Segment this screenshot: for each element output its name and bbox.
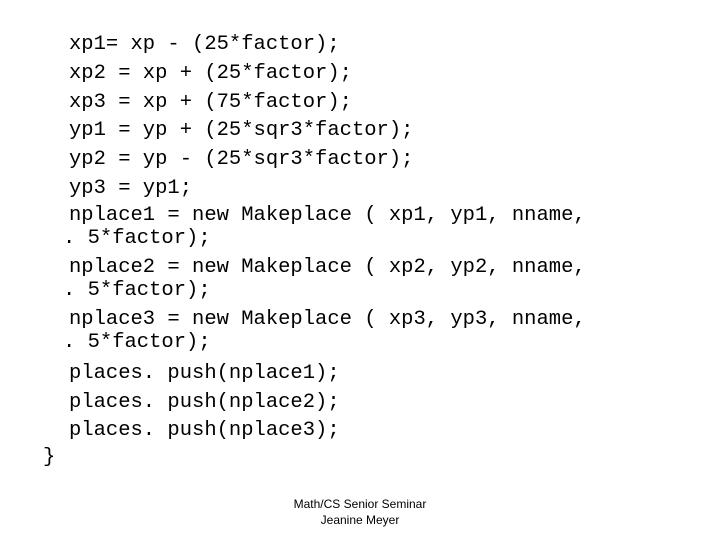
footer-author: Jeanine Meyer (320, 513, 400, 527)
code-line: nplace1 = new Makeplace ( xp1, yp1, nnam… (69, 203, 586, 227)
code-line-continuation: . 5*factor); (63, 226, 211, 250)
code-block: xp1= xp - (25*factor); xp2 = xp + (25*fa… (63, 31, 586, 446)
code-line: xp2 = xp + (25*factor); (69, 61, 352, 85)
code-line: xp1= xp - (25*factor); (69, 33, 340, 56)
code-line: nplace3 = new Makeplace ( xp3, yp3, nnam… (69, 307, 586, 331)
code-line: places. push(nplace3); (69, 419, 340, 443)
footer: Math/CS Senior Seminar Jeanine Meyer (240, 496, 480, 528)
code-line-continuation: . 5*factor); (63, 330, 211, 354)
code-line: yp2 = yp - (25*sqr3*factor); (69, 148, 414, 172)
code-line: nplace2 = new Makeplace ( xp2, yp2, nnam… (69, 255, 586, 279)
closing-brace: } (43, 446, 56, 469)
code-line-continuation: . 5*factor); (63, 278, 211, 302)
footer-course-title: Math/CS Senior Seminar (293, 497, 427, 511)
code-line: places. push(nplace1); (69, 361, 340, 385)
code-line: yp3 = yp1; (69, 176, 193, 200)
code-line: places. push(nplace2); (69, 390, 340, 414)
code-line: xp3 = xp + (75*factor); (69, 90, 352, 114)
code-line: yp1 = yp + (25*sqr3*factor); (69, 119, 414, 143)
